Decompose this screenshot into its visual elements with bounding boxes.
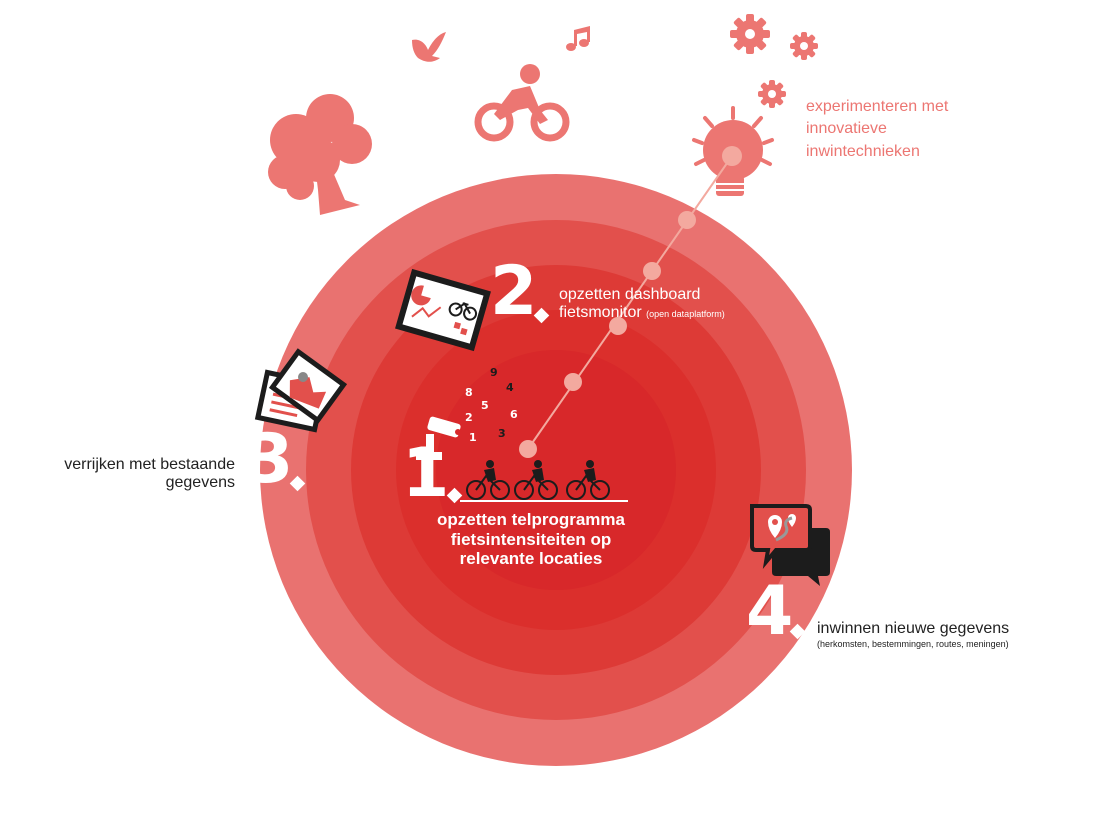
count-digit: 8	[465, 386, 473, 399]
chat-location-icon	[750, 504, 830, 586]
dashboard-icon	[395, 268, 491, 352]
bicycle-rider-body	[584, 460, 596, 482]
count-digit: 3	[498, 427, 506, 440]
step1-label-line: fietsintensiteiten op	[450, 529, 612, 549]
step4-label-line: inwinnen nieuwe gegevens	[817, 620, 1010, 637]
progress-node	[609, 317, 627, 335]
count-digit: 9	[490, 366, 498, 379]
count-digit: 4	[506, 381, 514, 394]
step1-number: 1	[402, 434, 450, 513]
progress-node	[519, 440, 537, 458]
step5-label-line: innovatieve	[806, 120, 887, 138]
count-digit: 1	[469, 431, 477, 444]
cyclist-icon	[474, 102, 570, 142]
bicycle-rider-body	[484, 460, 496, 482]
bicycle-rider-body	[532, 460, 544, 482]
progress-node	[564, 373, 582, 391]
music-note-icon	[566, 26, 590, 51]
tree-icon	[268, 94, 372, 215]
step5-label-line: experimenteren met	[806, 98, 949, 115]
step2-label-line: opzetten dashboard	[559, 286, 701, 303]
gear-icon	[730, 14, 770, 54]
step1-label: opzetten telprogramma fietsintensiteiten…	[406, 510, 656, 569]
step2-note: (open dataplatform)	[646, 309, 725, 320]
ring-core	[436, 350, 676, 590]
step1-label-line: opzetten telprogramma	[437, 510, 625, 529]
cyclist-body	[494, 64, 548, 124]
step2-number: 2	[490, 252, 538, 331]
step5-label-line: inwintechnieken	[806, 142, 920, 160]
progress-node	[678, 211, 696, 229]
progress-node	[643, 262, 661, 280]
step1-label-line: relevante locaties	[459, 549, 603, 569]
step3-label-line: verrijken met bestaande	[64, 456, 235, 473]
progress-line	[527, 155, 733, 450]
count-digit: 2	[465, 411, 473, 424]
step3-label-line: gegevens	[165, 474, 235, 492]
step5-label: experimenteren met innovatieve inwintech…	[806, 96, 948, 163]
step4-note: (herkomsten, bestemmingen, routes, menin…	[817, 639, 1009, 650]
step2-label-line: fietsmonitor	[559, 304, 642, 322]
step3-label: verrijken met bestaande gegevens	[20, 456, 235, 493]
count-digit: 5	[481, 399, 489, 412]
photos-icon	[254, 348, 348, 433]
step2-label: opzetten dashboard fietsmonitor (open da…	[559, 286, 725, 323]
camera-icon	[416, 416, 461, 460]
gear-icon	[758, 80, 786, 108]
bird-icon	[412, 32, 446, 62]
step3-number: 3	[246, 420, 294, 499]
step4-label: inwinnen nieuwe gegevens (herkomsten, be…	[817, 620, 1009, 650]
count-digit: 6	[510, 408, 518, 421]
step4-number: 4	[746, 572, 794, 651]
progress-node	[722, 146, 742, 166]
gear-icon	[790, 32, 818, 60]
